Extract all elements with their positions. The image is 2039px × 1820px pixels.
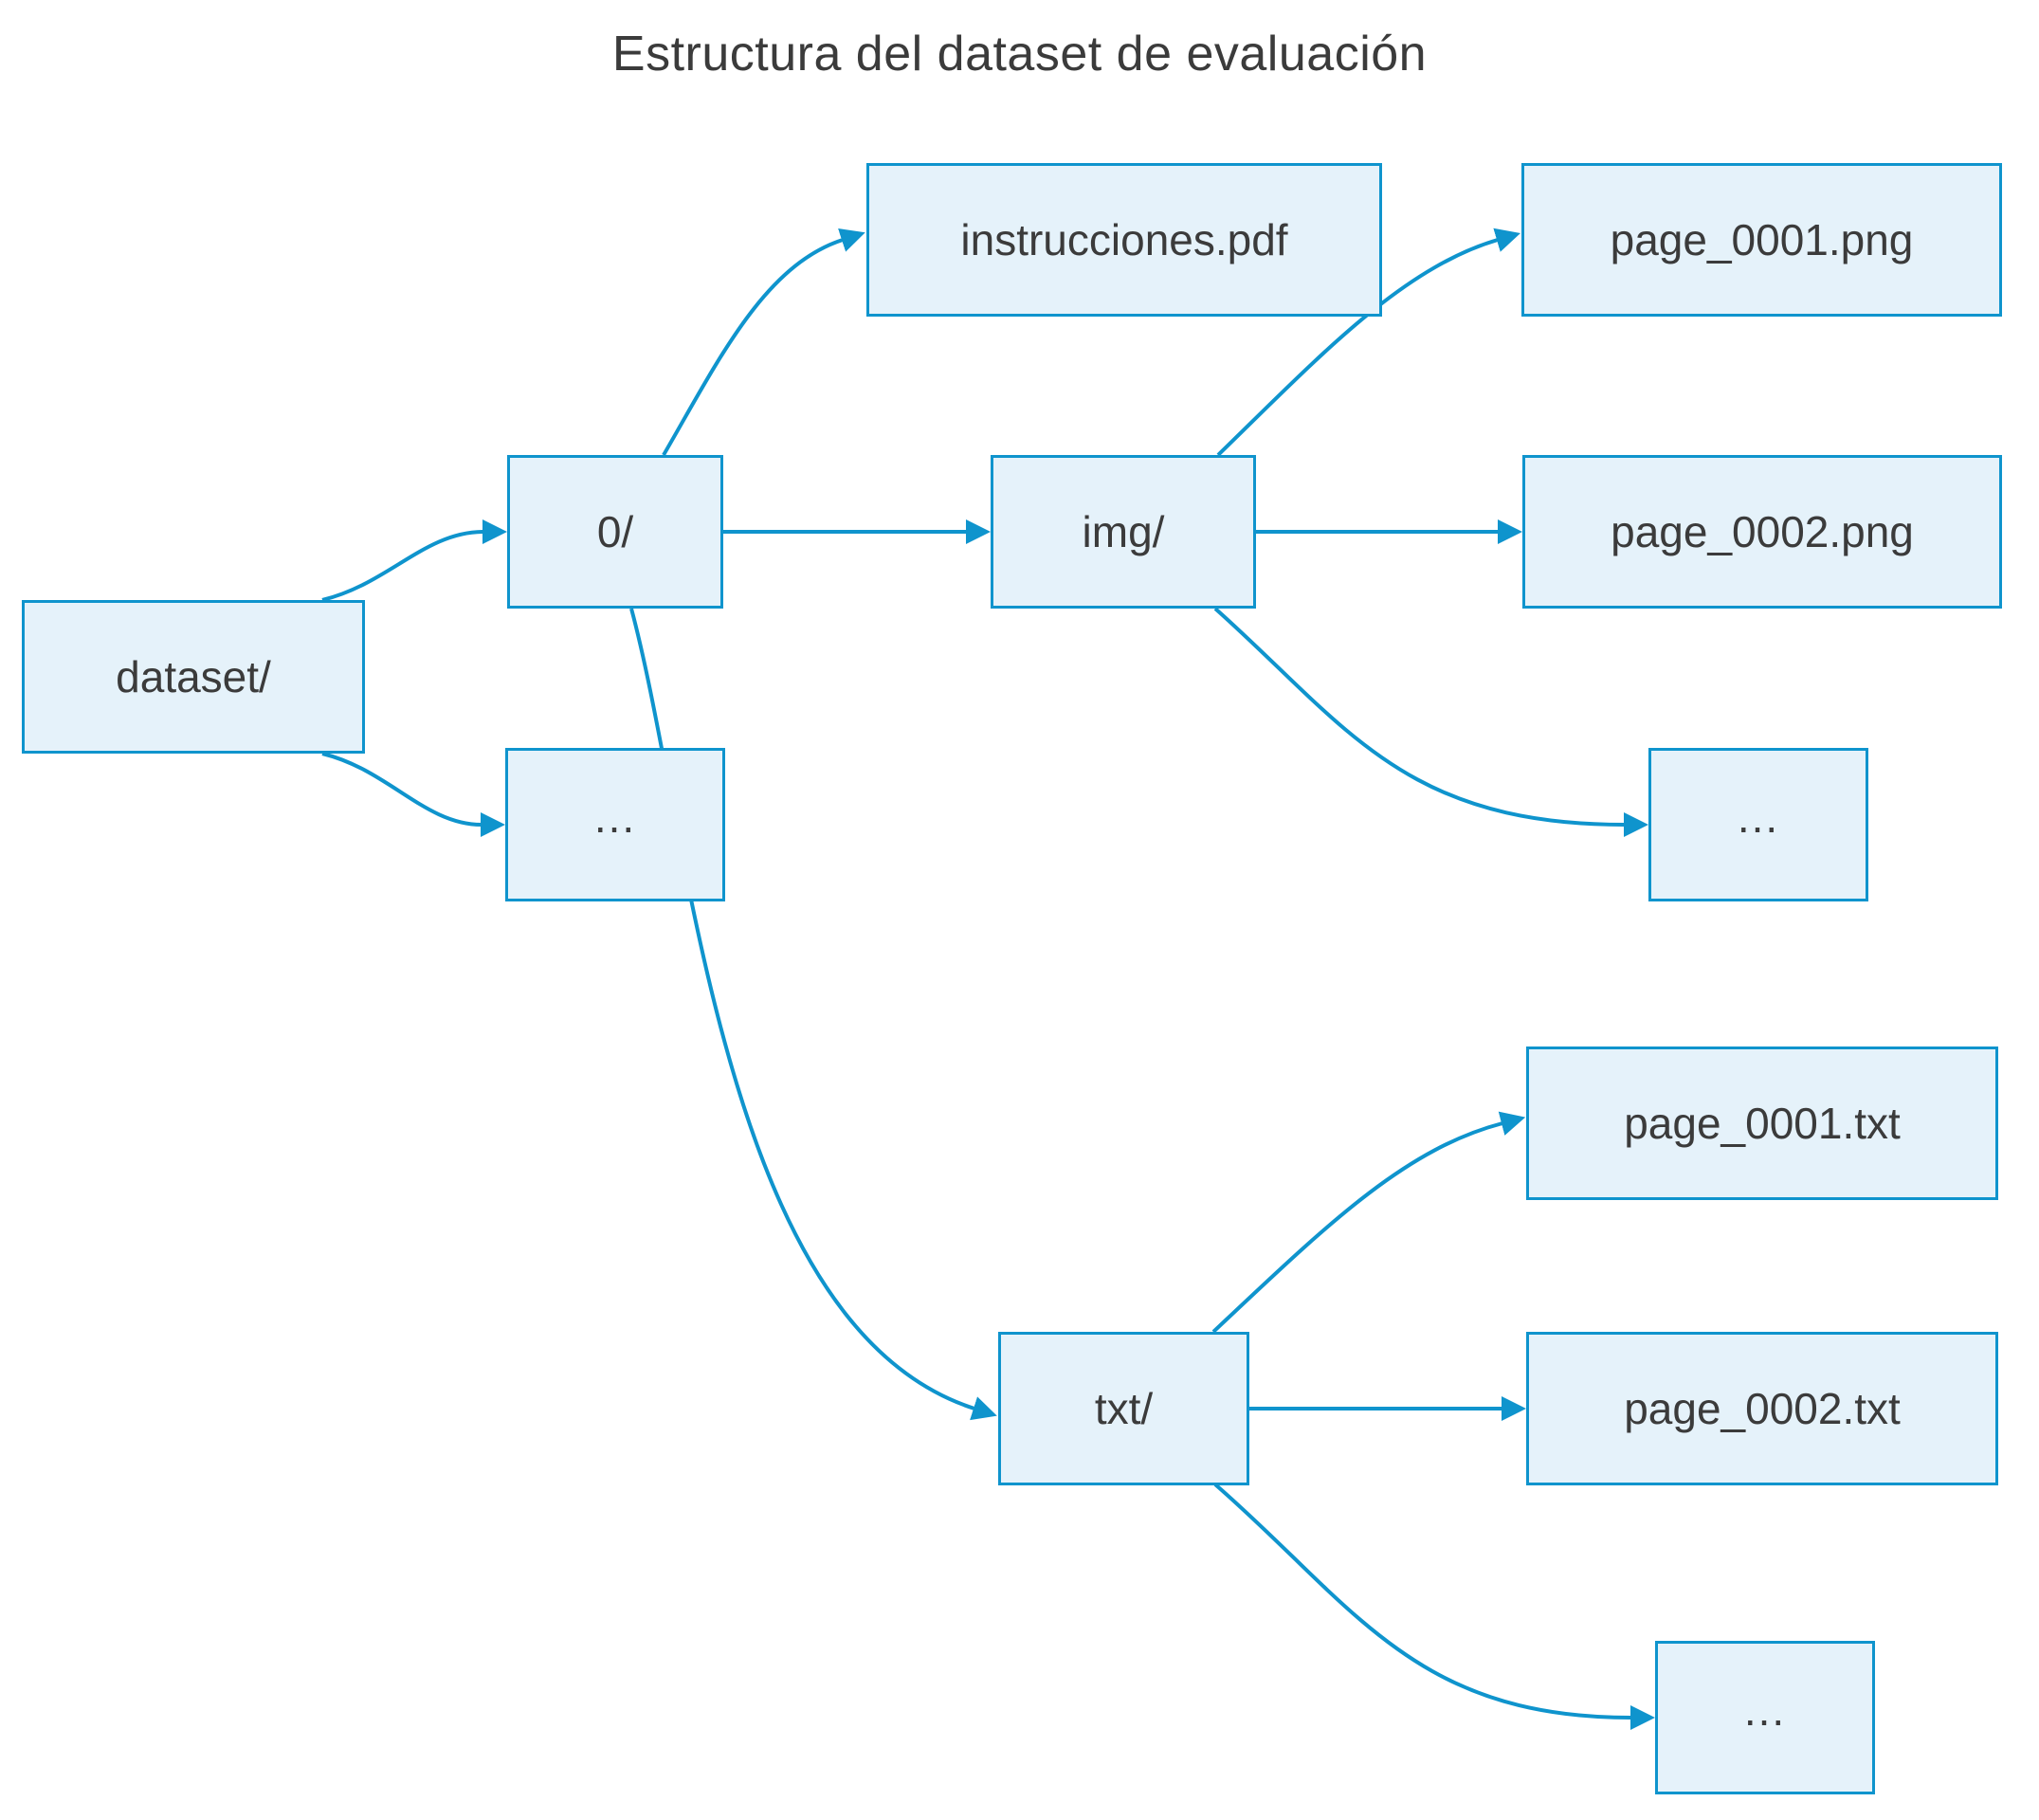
edge-txt-to-page1txt <box>1211 1111 1526 1334</box>
edge-dataset-to-folder0 <box>321 519 507 602</box>
node-page-0002-txt-label: page_0002.txt <box>1624 1384 1901 1433</box>
node-folder-0-label: 0/ <box>596 507 634 556</box>
node-page-0001-png: page_0001.png <box>1521 163 2002 317</box>
node-txt: txt/ <box>998 1332 1249 1485</box>
edge-img-to-page1png <box>1216 228 1520 457</box>
edge-img-to-dots-img <box>1213 607 1648 837</box>
node-page-0001-png-label: page_0001.png <box>1610 215 1914 264</box>
node-instrucciones-pdf-label: instrucciones.pdf <box>960 215 1288 264</box>
edge-folder0-to-txt <box>629 608 997 1421</box>
edge-folder0-to-instrucciones <box>662 228 865 457</box>
node-page-0002-txt: page_0002.txt <box>1526 1332 1998 1485</box>
edge-dataset-to-dots-root <box>321 752 505 837</box>
node-page-0002-png: page_0002.png <box>1522 455 2002 609</box>
node-page-0002-png-label: page_0002.png <box>1611 507 1914 556</box>
node-img: img/ <box>991 455 1256 609</box>
node-instrucciones-pdf: instrucciones.pdf <box>866 163 1382 317</box>
node-folder-0: 0/ <box>507 455 723 609</box>
edge-txt-to-dots-txt <box>1213 1483 1655 1730</box>
node-txt-label: txt/ <box>1094 1384 1154 1433</box>
node-ellipsis-img: ... <box>1648 748 1868 901</box>
node-page-0001-txt: page_0001.txt <box>1526 1046 1998 1200</box>
node-ellipsis-root-label: ... <box>593 792 637 842</box>
node-dataset-label: dataset/ <box>116 652 271 701</box>
node-page-0001-txt-label: page_0001.txt <box>1624 1099 1901 1148</box>
node-dataset: dataset/ <box>22 600 365 754</box>
node-img-label: img/ <box>1082 507 1165 556</box>
node-ellipsis-txt-label: ... <box>1743 1685 1787 1735</box>
node-ellipsis-img-label: ... <box>1737 792 1780 842</box>
diagram-title: Estructura del dataset de evaluación <box>611 27 1428 82</box>
node-ellipsis-root: ... <box>505 748 725 901</box>
node-ellipsis-txt: ... <box>1655 1641 1875 1794</box>
